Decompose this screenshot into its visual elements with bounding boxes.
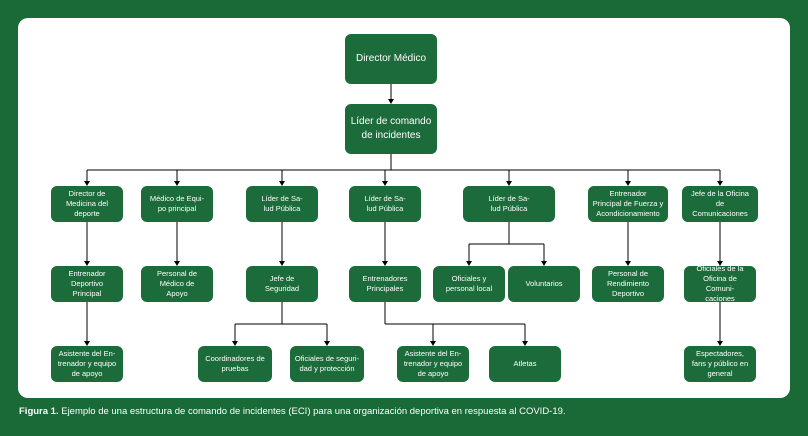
box-director-medicina-deporte: Director de Medicina del deporte [51, 186, 123, 222]
box-asistente-entrenador-2: Asistente del En- trenador y equipo de a… [397, 346, 469, 382]
caption-text: Ejemplo de una estructura de comando de … [58, 406, 566, 417]
box-espectadores-fans-publico: Espectadores, fans y público en general [684, 346, 756, 382]
connector-c2-head-to-mid-arrowhead [174, 261, 180, 266]
box-lider-comando-incidentes: Líder de comando de incidentes [345, 104, 437, 154]
box-personal-rendimiento-deportivo: Personal de Rendimiento Deportivo [592, 266, 664, 302]
box-jefe-oficina-comunicaciones: Jefe de la Oficina de Comunicaciones [682, 186, 758, 222]
figure-caption: Figura 1. Ejemplo de una estructura de c… [19, 406, 789, 417]
connector-bus-to-head-7-arrowhead [717, 181, 723, 186]
connector-c3-head-to-mid-arrowhead [279, 261, 285, 266]
connector-bus-to-head-5-arrowhead [506, 181, 512, 186]
connector-bus-to-head-3-arrowhead [279, 181, 285, 186]
box-entrenador-deportivo-principal: Entrenador Deportivo Principal [51, 266, 123, 302]
connector-c4-to-low-a-arrowhead [430, 341, 436, 346]
box-asistente-entrenador-1: Asistente del En- trenador y equipo de a… [51, 346, 123, 382]
connector-c3-to-low-b-arrowhead [324, 341, 330, 346]
connector-c4-to-low-b-arrowhead [522, 341, 528, 346]
box-entrenador-fuerza-acondicionamiento: Entrenador Principal de Fuerza y Acondic… [588, 186, 668, 222]
box-lider-salud-publica-2: Líder de Sa- lud Pública [349, 186, 421, 222]
connector-c5-to-mid-a-arrowhead [466, 261, 472, 266]
connector-bus-to-head-1-arrowhead [84, 181, 90, 186]
box-atletas: Atletas [489, 346, 561, 382]
box-lider-salud-publica-3: Líder de Sa- lud Pública [463, 186, 555, 222]
connector-c7-head-to-mid-arrowhead [717, 261, 723, 266]
box-coordinadores-pruebas: Coordinadores de pruebas [198, 346, 272, 382]
box-director-medico: Director Médico [345, 34, 437, 84]
box-oficiales-personal-local: Oficiales y personal local [433, 266, 505, 302]
connector-bus-to-head-2-arrowhead [174, 181, 180, 186]
box-jefe-seguridad: Jefe de Seguridad [246, 266, 318, 302]
connector-bus-to-head-4-arrowhead [382, 181, 388, 186]
box-medico-equipo-principal: Médico de Equi- po principal [141, 186, 213, 222]
caption-label: Figura 1. [19, 406, 59, 417]
connector-c4-head-to-mid-arrowhead [382, 261, 388, 266]
connector-director-to-commander-arrowhead [388, 99, 394, 104]
connector-c6-head-to-mid-arrowhead [625, 261, 631, 266]
box-oficiales-seguridad-proteccion: Oficiales de seguri- dad y protección [290, 346, 364, 382]
box-voluntarios: Voluntarios [508, 266, 580, 302]
connector-bus-to-head-6-arrowhead [625, 181, 631, 186]
connector-c5-to-mid-b-arrowhead [541, 261, 547, 266]
box-lider-salud-publica-1: Líder de Sa- lud Pública [246, 186, 318, 222]
box-oficiales-oficina-comunicaciones: Oficiales de la Oficina de Comuni- cacio… [684, 264, 756, 303]
box-personal-medico-apoyo: Personal de Médico de Apoyo [141, 266, 213, 302]
connector-c1-head-to-mid-arrowhead [84, 261, 90, 266]
connector-c7-mid-to-low-arrowhead [717, 341, 723, 346]
connector-c3-to-low-a-arrowhead [232, 341, 238, 346]
connector-c1-mid-to-low-arrowhead [84, 341, 90, 346]
box-entrenadores-principales: Entrenadores Principales [349, 266, 421, 302]
